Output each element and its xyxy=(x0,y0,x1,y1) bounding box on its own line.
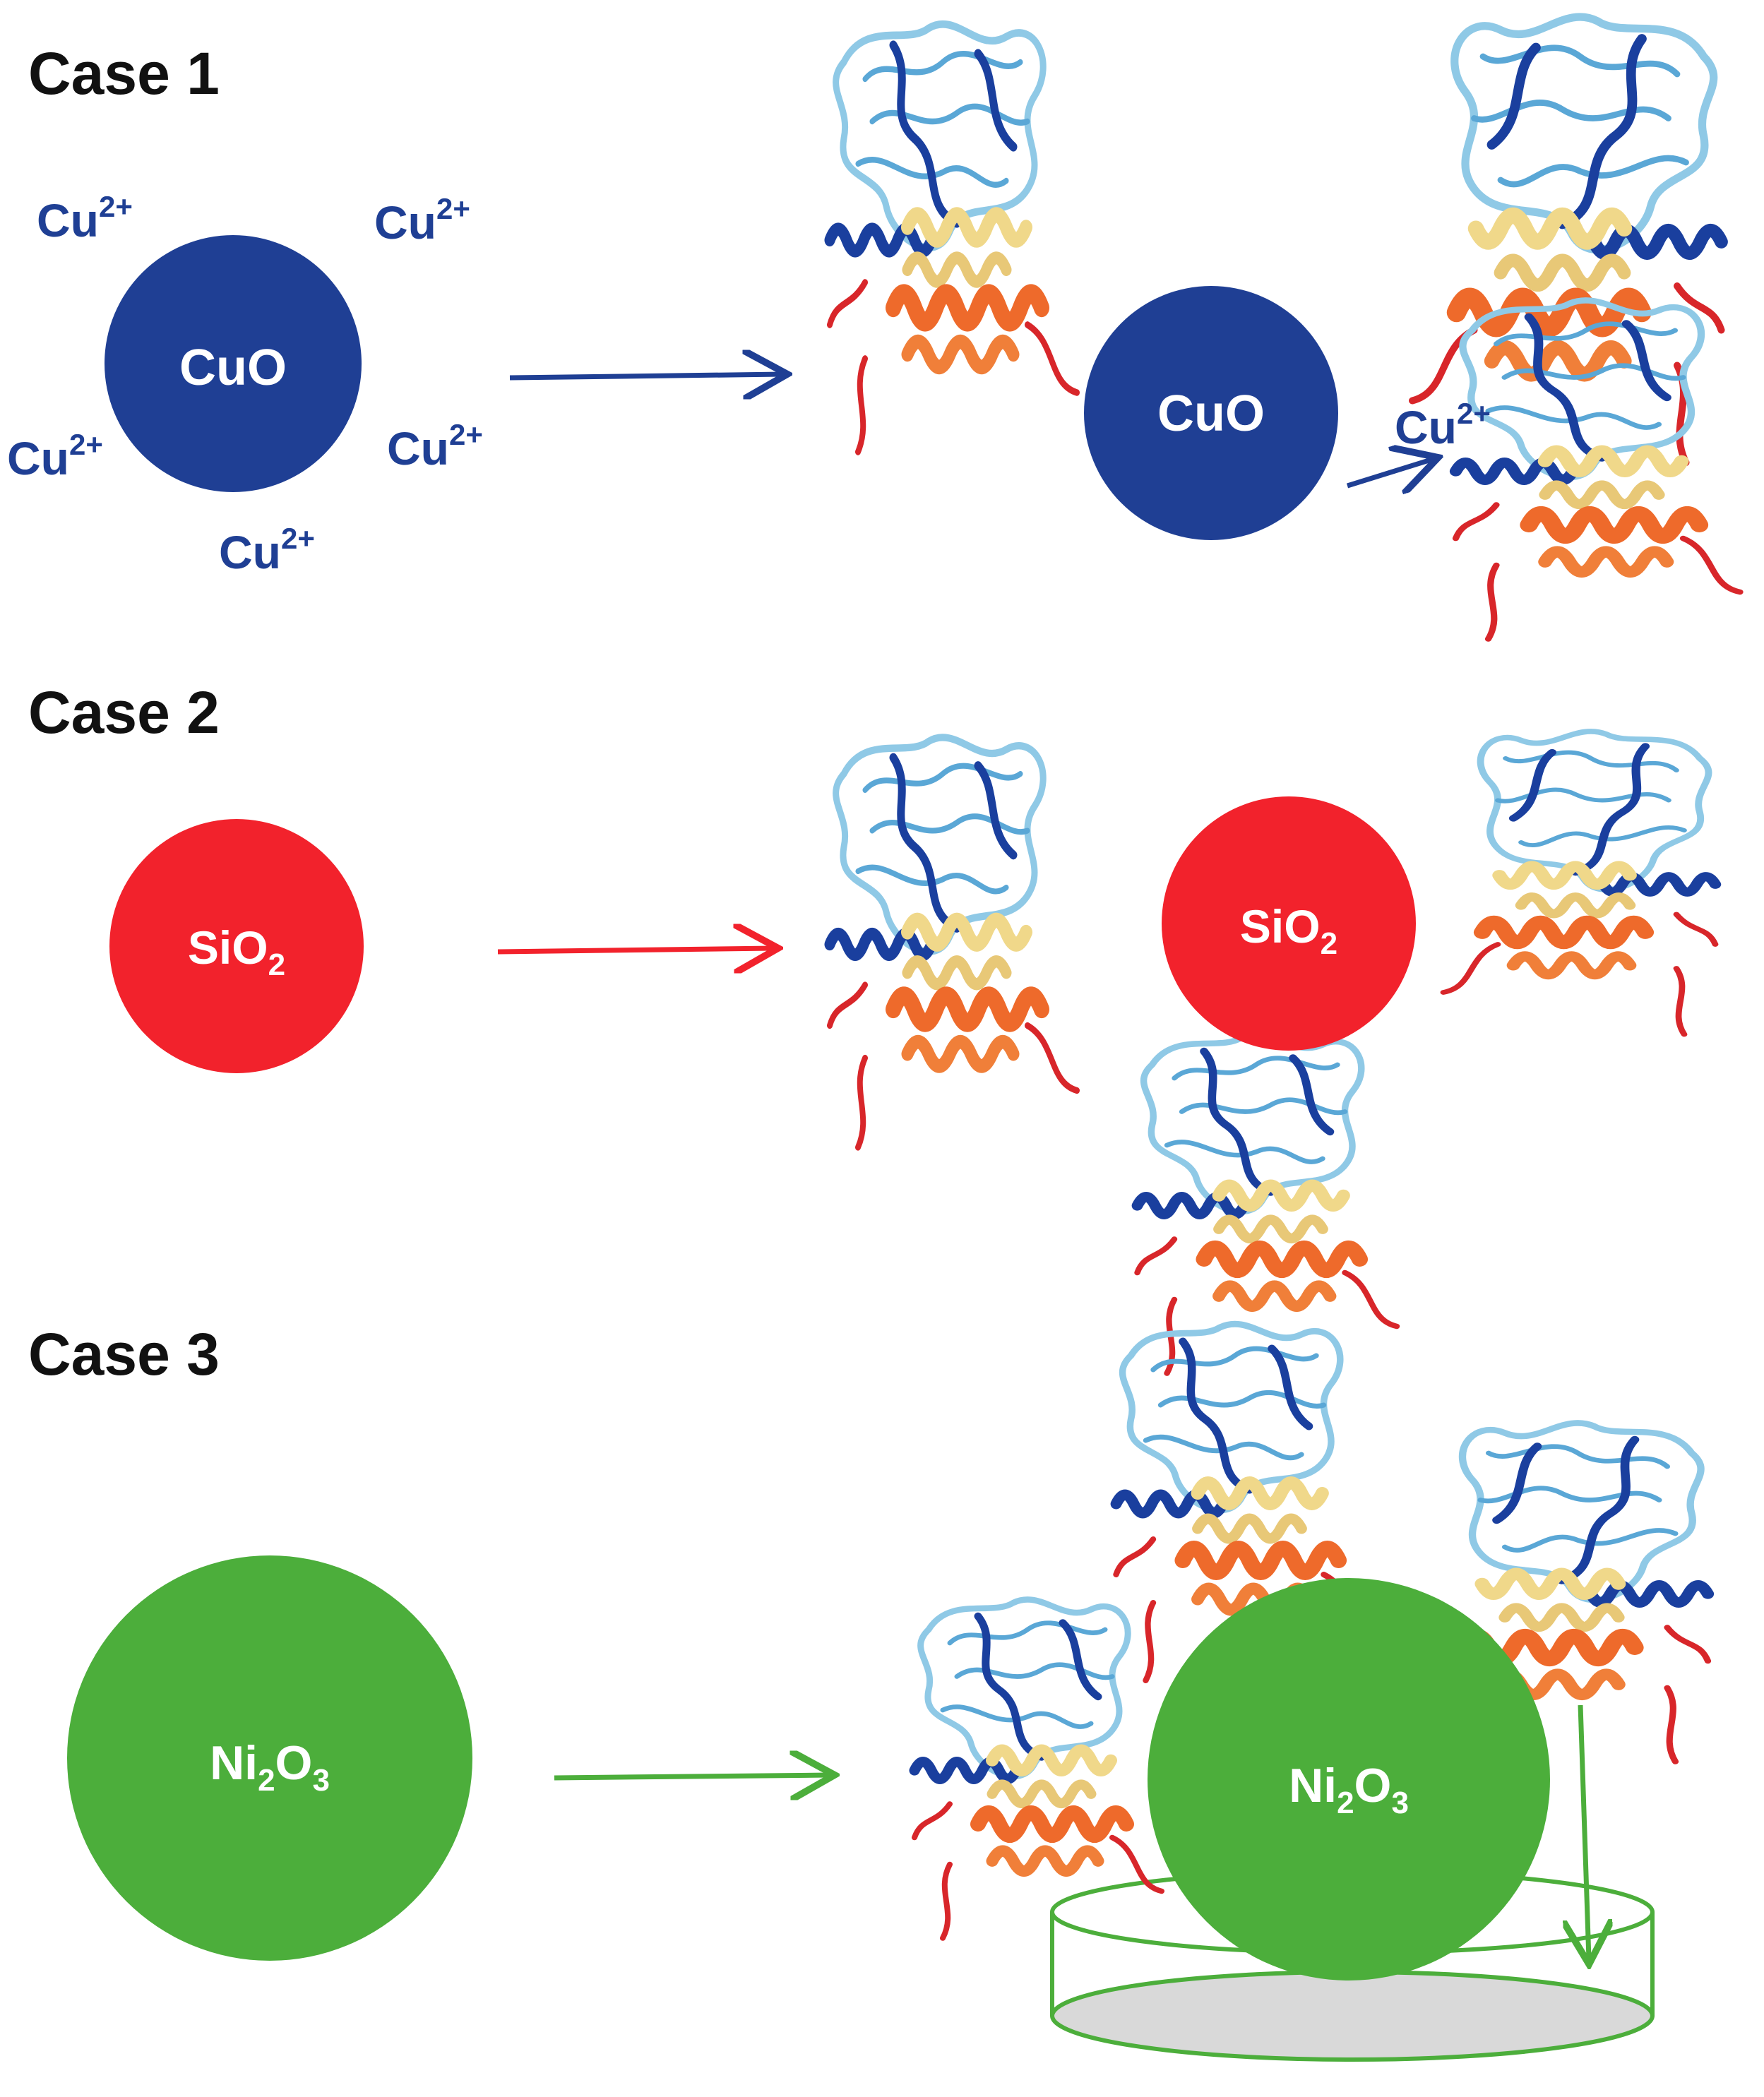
case-3-title: Case 3 xyxy=(28,1321,220,1387)
ion-release-arrow-icon xyxy=(1346,459,1434,486)
ni2o3-label: Ni2O3 xyxy=(210,1736,330,1798)
ni2o3-particle xyxy=(67,1555,472,1961)
case-1-title: Case 1 xyxy=(28,40,220,107)
cuo-label: CuO xyxy=(179,340,287,396)
cu-ion-label: Cu2+ xyxy=(374,192,470,249)
sio2-label: SiO2 xyxy=(1240,900,1337,961)
sio2-label: SiO2 xyxy=(188,921,285,982)
arrow-right-icon xyxy=(554,1775,830,1778)
sedimentation-arrow-icon xyxy=(1580,1704,1589,1959)
released-cu-ion-label: Cu2+ xyxy=(1395,397,1491,453)
cu-ion-label: Cu2+ xyxy=(219,522,315,578)
protein-structure-icon xyxy=(830,737,1077,1147)
case-2-title: Case 2 xyxy=(28,679,220,746)
cu-ion-label: Cu2+ xyxy=(7,428,103,484)
sio2-particle xyxy=(109,819,364,1073)
protein-structure-icon xyxy=(1412,17,1722,462)
protein-structure-icon xyxy=(1443,731,1715,1034)
ni2o3-label: Ni2O3 xyxy=(1289,1759,1409,1820)
cu-ion-label: Cu2+ xyxy=(37,190,133,246)
cuo-label: CuO xyxy=(1157,386,1265,442)
sio2-particle-with-proteins xyxy=(1162,796,1416,1051)
arrow-right-icon xyxy=(509,374,782,378)
protein-structure-icon xyxy=(1138,1034,1398,1373)
cuo-particle xyxy=(105,235,362,492)
arrow-right-icon xyxy=(497,948,773,952)
ni2o3-particle-with-proteins xyxy=(1148,1578,1550,1980)
cu-ion-label: Cu2+ xyxy=(387,418,483,474)
protein-structure-icon xyxy=(830,24,1077,452)
cuo-particle-with-proteins xyxy=(1084,286,1338,540)
